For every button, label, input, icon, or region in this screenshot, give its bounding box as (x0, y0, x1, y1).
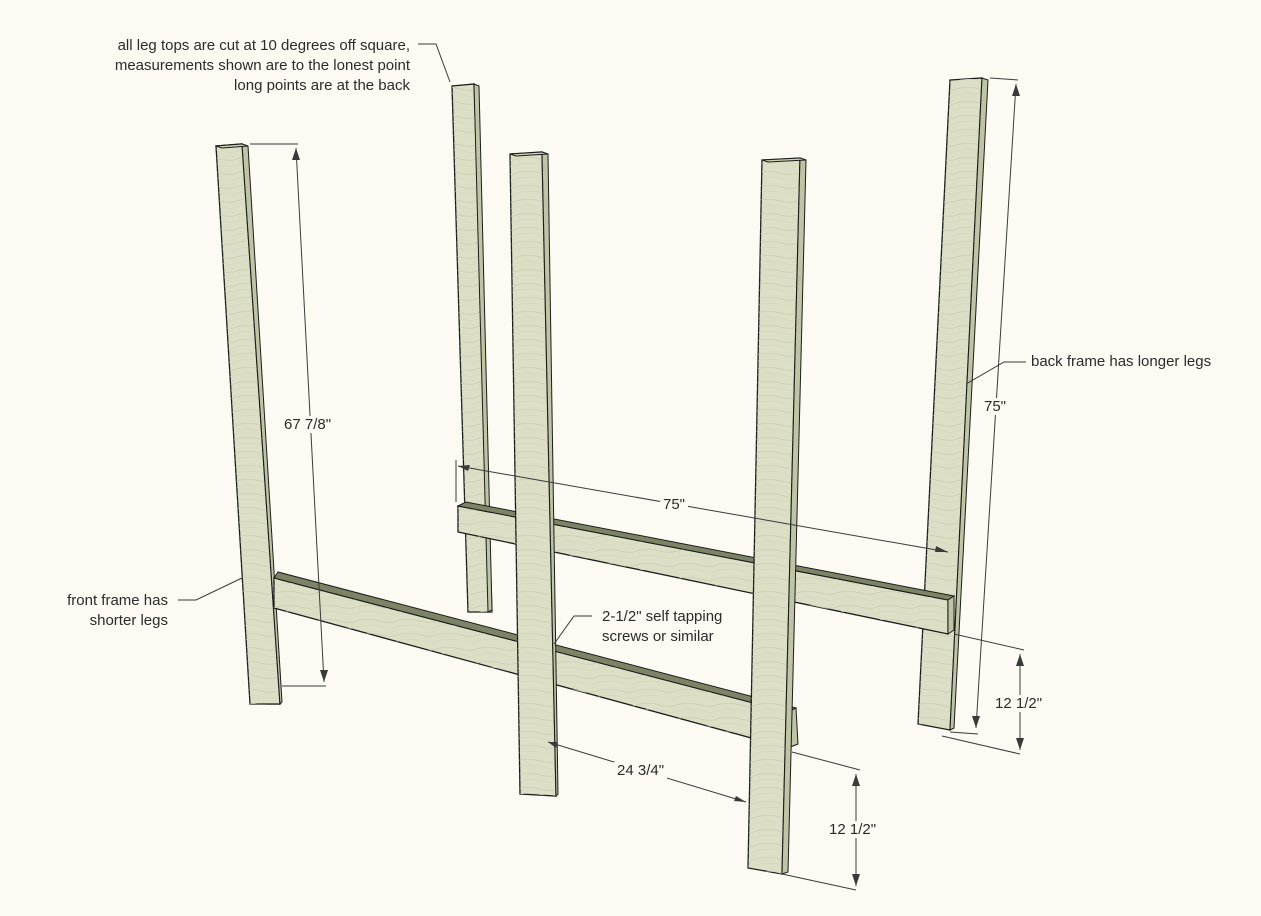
front-middle-leg (509, 151, 559, 798)
dimension-lines (178, 43, 1026, 891)
back-rail-height-label: 12 1/2" (992, 695, 1046, 712)
front-right-leg (747, 157, 807, 875)
screws-note: 2-1/2" self tapping screws or similar (602, 608, 723, 645)
back-left-leg (451, 83, 493, 613)
front-frame-note: front frame has shorter legs (67, 592, 168, 629)
back-leg-height-label: 75" (981, 398, 1010, 415)
dimension-arrows (292, 84, 1024, 886)
front-rail-height-label: 12 1/2" (826, 821, 880, 838)
front-leg-height-label: 67 7/8" (281, 416, 335, 433)
back-right-leg (917, 77, 989, 731)
leg-tops-note: all leg tops are cut at 10 degrees off s… (114, 37, 410, 94)
back-rail-length-label: 75" (660, 496, 689, 513)
front-left-leg (215, 143, 283, 706)
front-leg-spacing-label: 24 3/4" (614, 762, 668, 779)
back-frame-note: back frame has longer legs (1031, 353, 1212, 370)
